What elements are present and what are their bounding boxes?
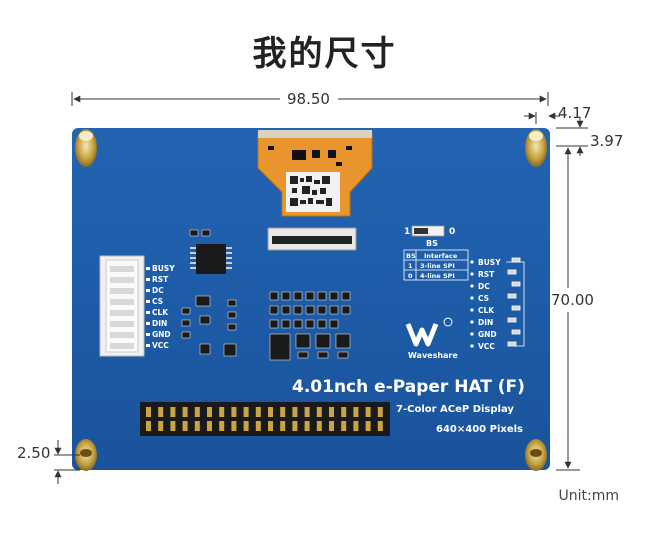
dim-hole-offset-y-label: 3.97 [590, 132, 623, 150]
left-pin-rst: RST [152, 275, 169, 284]
right-pin-rst: RST [478, 270, 495, 279]
left-pin-labels: BUSY RST DC CS CLK DIN GND VCC [152, 264, 175, 350]
header-pin [268, 421, 273, 431]
left-pin-din: DIN [152, 319, 167, 328]
left-pin-dc: DC [152, 286, 164, 295]
header-pin [158, 407, 164, 417]
header-pin [219, 407, 225, 417]
header-pin [341, 421, 347, 431]
header-pin [341, 407, 347, 417]
header-pin [182, 407, 188, 417]
header-pin [207, 407, 212, 417]
header-pin [280, 421, 286, 431]
right-pin-gnd: GND [478, 330, 497, 339]
dim-hole-offset-bottom-label: 2.50 [17, 444, 50, 462]
bs-table-header-interface: Interface [424, 252, 458, 260]
header-pin [268, 407, 273, 417]
product-resolution: 640×400 Pixels [436, 424, 523, 435]
header-pin [231, 421, 237, 431]
product-subtitle: 7-Color ACeP Display [396, 404, 514, 415]
passive-components-left [181, 295, 237, 357]
dim-width [71, 92, 549, 106]
header-pin [292, 421, 298, 431]
left-pin-cs: CS [152, 297, 163, 306]
header-pin [280, 407, 286, 417]
header-pin [146, 421, 151, 431]
passive-components-center [269, 291, 351, 361]
right-pin-labels: BUSY RST DC CS CLK DIN GND VCC [478, 258, 501, 351]
left-pin-busy: BUSY [152, 264, 175, 273]
page-title: 我的尺寸 [252, 34, 397, 74]
header-pin [170, 407, 176, 417]
dim-hole-offset-bottom [54, 440, 80, 484]
header-pin [207, 421, 212, 431]
header-pin [316, 407, 322, 417]
bs-table-header-bs: BS [406, 252, 416, 260]
bs-table-row2-bs: 0 [408, 272, 413, 280]
right-pin-vcc: VCC [478, 342, 495, 351]
header-pin [243, 421, 249, 431]
right-pin-busy: BUSY [478, 258, 501, 267]
header-pin [231, 407, 237, 417]
bs-value-0: 0 [449, 227, 455, 237]
header-pin [365, 421, 371, 431]
header-pin [182, 421, 188, 431]
gpio-header [140, 402, 390, 436]
dim-hole-offset-x-label: 4.17 [558, 104, 591, 122]
bs-table-row1-interface: 3-line SPI [420, 262, 455, 270]
header-pin [329, 421, 334, 431]
product-title: 4.01nch e-Paper HAT (F) [292, 377, 525, 397]
bs-table [403, 249, 469, 281]
header-pin [146, 407, 151, 417]
header-pin [292, 407, 298, 417]
header-pin [243, 407, 249, 417]
header-pin [377, 407, 383, 417]
header-pin [353, 421, 359, 431]
bs-table-row2-interface: 4-line SPI [420, 272, 455, 280]
header-pin [353, 407, 359, 417]
bs-value-1: 1 [404, 227, 410, 237]
bs-label: BS [426, 239, 438, 248]
ic-chip [196, 244, 226, 274]
bs-table-row1-bs: 1 [408, 262, 413, 270]
right-pin-dc: DC [478, 282, 490, 291]
header-pin [194, 421, 200, 431]
header-pin [365, 407, 371, 417]
right-pin-traces [506, 257, 525, 347]
standoff-top-left [75, 129, 97, 167]
left-pin-clk: CLK [152, 308, 169, 317]
header-pin [158, 421, 164, 431]
unit-label: Unit:mm [558, 488, 620, 504]
header-pin [304, 407, 310, 417]
right-pin-cs: CS [478, 294, 489, 303]
header-pin [255, 421, 261, 431]
dim-height-label: 70.00 [551, 291, 594, 309]
dim-width-label: 98.50 [287, 90, 330, 108]
header-pin [304, 421, 310, 431]
right-pin-clk: CLK [478, 306, 495, 315]
header-pin [255, 407, 261, 417]
header-pin [316, 421, 322, 431]
right-pin-din: DIN [478, 318, 493, 327]
dim-height [556, 147, 580, 471]
dim-hole-offset-x [524, 112, 560, 124]
flex-components [268, 146, 352, 166]
header-pin [219, 421, 225, 431]
standoff-top-right [525, 129, 547, 167]
standoff-bottom-left [75, 439, 97, 471]
brand-name: Waveshare [408, 351, 458, 360]
header-pin [329, 407, 334, 417]
left-pin-vcc: VCC [152, 341, 169, 350]
standoff-bottom-right [525, 439, 547, 471]
header-pin [377, 421, 383, 431]
left-pin-gnd: GND [152, 330, 171, 339]
header-pin [170, 421, 176, 431]
header-pin [194, 407, 200, 417]
waveshare-logo [405, 317, 453, 347]
dim-hole-offset-y [556, 118, 588, 156]
